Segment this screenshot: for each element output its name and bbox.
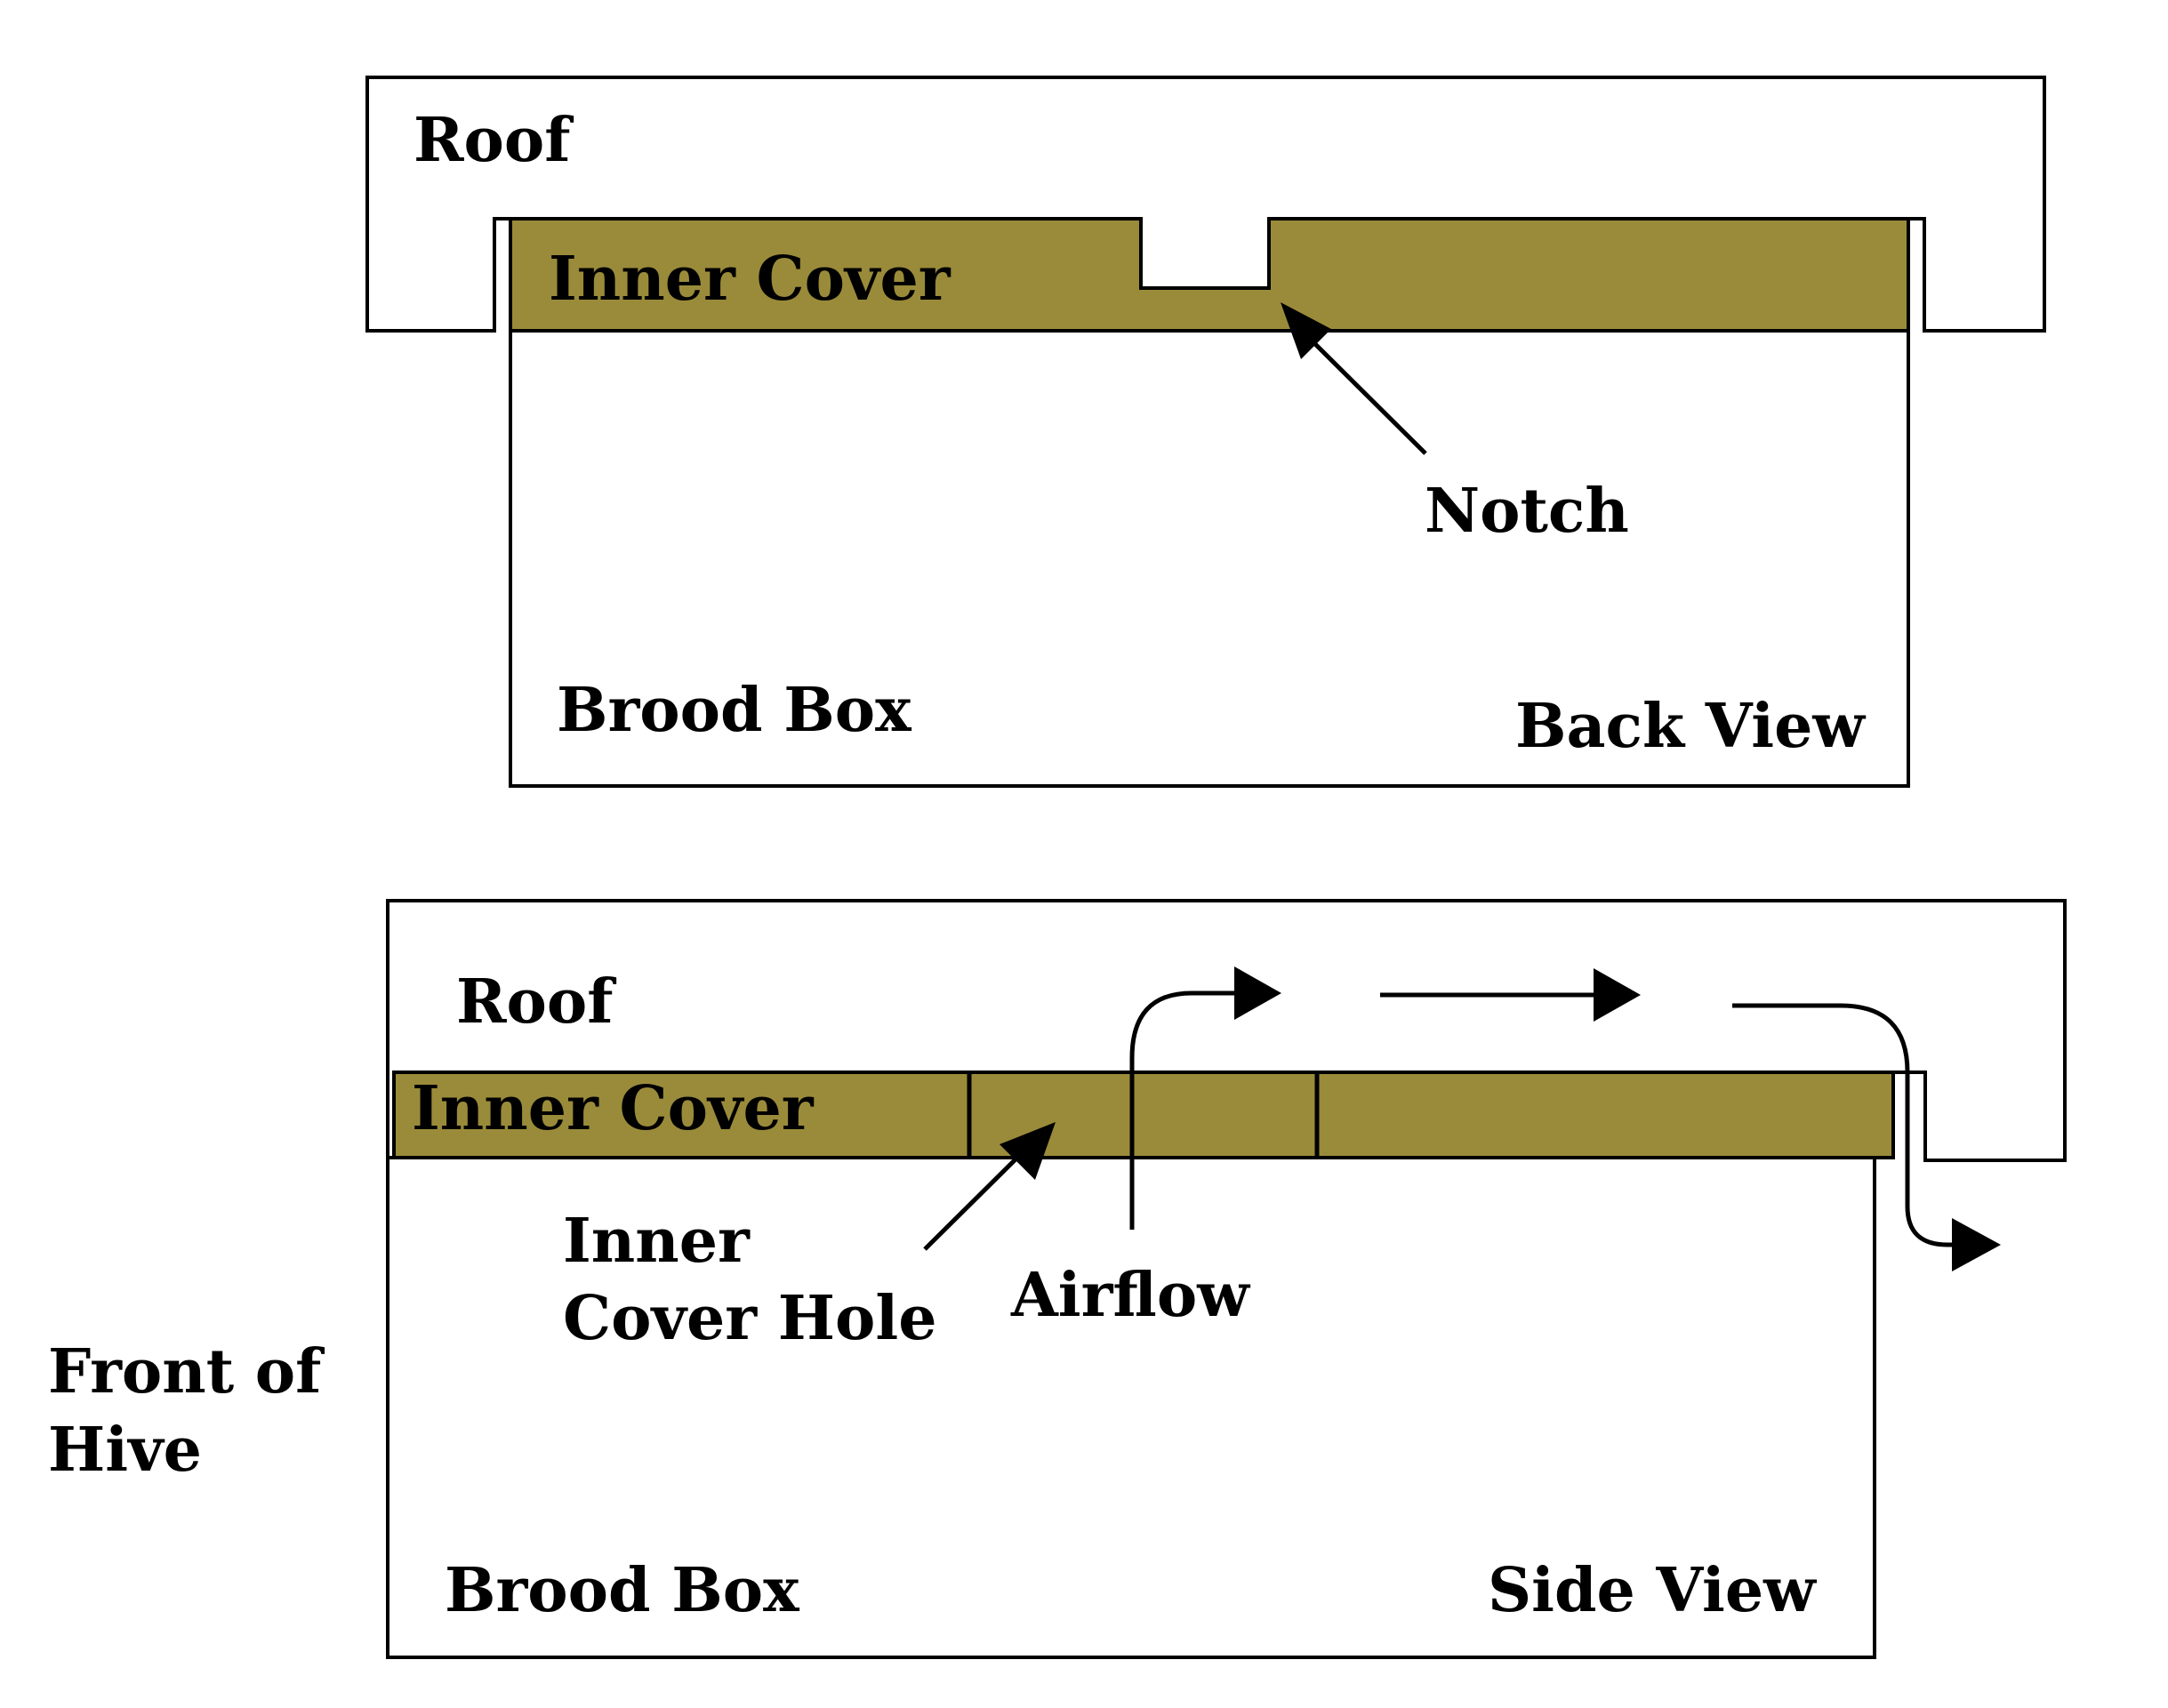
notch-pointer-arrowhead	[1281, 302, 1331, 359]
side-brood-box-label: Brood Box	[445, 1555, 799, 1626]
back-view-label: Back View	[1515, 691, 1866, 762]
side-view: Roof Inner Cover Inner Cover Hole Airflo…	[386, 899, 2067, 1659]
front-of-hive-label-line2: Hive	[48, 1415, 202, 1486]
airflow-rise-arrowhead	[1234, 966, 1281, 1020]
inner-cover-hole-label-line2: Cover Hole	[563, 1283, 936, 1354]
airflow-rise-path	[1129, 990, 1236, 1230]
back-inner-cover	[509, 217, 1910, 333]
side-roof-label: Roof	[456, 966, 616, 1038]
back-view: Roof Inner Cover Notch Brood Box Back Vi…	[365, 76, 2046, 788]
airflow-exit-arrowhead	[1952, 1218, 2001, 1271]
back-brood-box-label: Brood Box	[557, 675, 911, 746]
hole-pointer-arrowhead	[1000, 1122, 1056, 1180]
notch-label: Notch	[1425, 476, 1629, 547]
back-inner-cover-label: Inner Cover	[549, 244, 952, 315]
notch-pointer-line	[1305, 334, 1427, 455]
side-view-label: Side View	[1488, 1555, 1817, 1626]
airflow-exit-path	[1732, 1003, 1954, 1247]
front-of-hive-label-line1: Front of	[48, 1336, 325, 1407]
side-brood-box	[386, 1156, 1876, 1659]
airflow-horizontal-arrowhead	[1594, 968, 1641, 1022]
inner-cover-hole-label-line1: Inner	[563, 1206, 751, 1277]
hole-pointer-line	[923, 1151, 1024, 1251]
back-roof-label: Roof	[414, 105, 574, 176]
back-brood-box	[509, 329, 1910, 788]
side-inner-cover-label: Inner Cover	[412, 1073, 815, 1144]
side-inner-cover	[392, 1071, 1895, 1159]
airflow-label: Airflow	[1010, 1260, 1250, 1331]
